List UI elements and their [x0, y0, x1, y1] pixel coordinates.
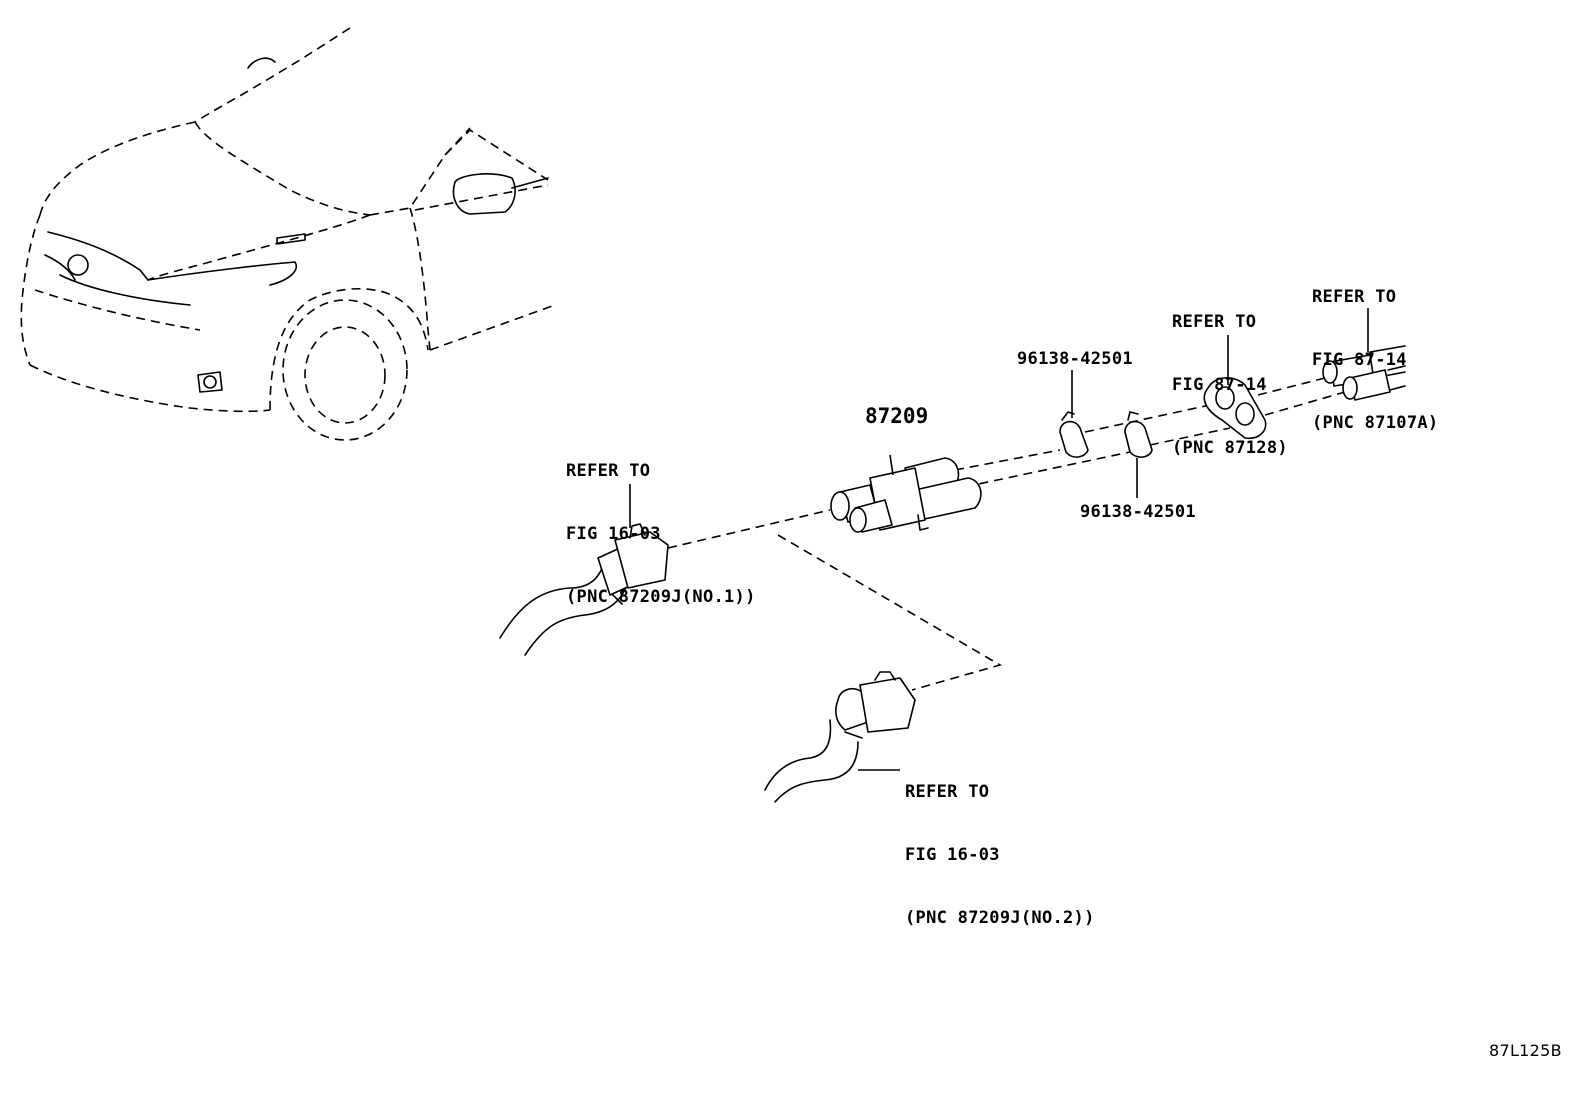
- refer-line2: FIG 16-03: [566, 524, 661, 544]
- refer-label-fig1603-no2: REFER TO FIG 16-03 (PNC 87209J(NO.2)): [905, 740, 1095, 950]
- refer-line2: FIG 87-14: [1312, 350, 1407, 370]
- hose-clip-upper-icon: [1059, 411, 1089, 458]
- hose-clip-lower-icon: [1124, 411, 1153, 458]
- refer-line3: (PNC 87128): [1172, 438, 1288, 458]
- clip-part-number-lower: 96138-42501: [1080, 502, 1196, 522]
- refer-label-fig8714-87128: REFER TO FIG 87-14 (PNC 87128): [1172, 270, 1288, 480]
- refer-line3: (PNC 87209J(NO.2)): [905, 908, 1095, 928]
- assembly-guide-lines: [667, 377, 1346, 691]
- refer-line1: REFER TO: [1172, 312, 1257, 332]
- heater-pipe-icon: [1322, 345, 1406, 401]
- refer-label-fig8714-87107a: REFER TO FIG 87-14 (PNC 87107A): [1312, 245, 1438, 455]
- clip-part-number-upper: 96138-42501: [1017, 349, 1133, 369]
- part-number-87209: 87209: [865, 404, 929, 428]
- refer-line1: REFER TO: [1312, 287, 1397, 307]
- refer-line3: (PNC 87209J(NO.1)): [566, 587, 756, 607]
- refer-line2: FIG 87-14: [1172, 375, 1267, 395]
- refer-line3: (PNC 87107A): [1312, 413, 1439, 433]
- grommet-icon: [1203, 377, 1267, 440]
- vehicle-front-outline-icon: [20, 27, 556, 441]
- heater-hose-no2-icon: [764, 671, 916, 803]
- leader-lines: [629, 308, 1369, 771]
- refer-line1: REFER TO: [905, 782, 990, 802]
- refer-label-fig1603-no1: REFER TO FIG 16-03 (PNC 87209J(NO.1)): [566, 419, 756, 629]
- water-valve-icon: [830, 457, 982, 533]
- heater-hose-no1-icon: [499, 523, 669, 656]
- figure-code: 87L125B: [1489, 1041, 1562, 1060]
- refer-line2: FIG 16-03: [905, 845, 1000, 865]
- refer-line1: REFER TO: [566, 461, 651, 481]
